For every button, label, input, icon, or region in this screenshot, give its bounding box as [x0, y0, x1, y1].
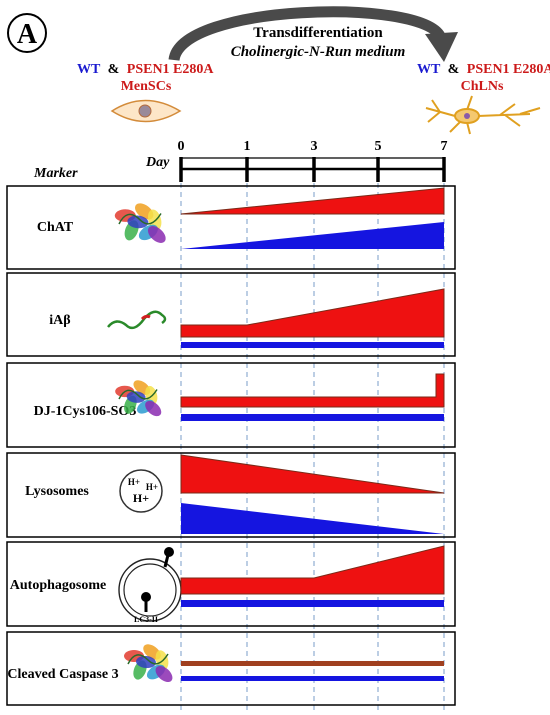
left-mutant-label: PSEN1 E280A	[127, 62, 215, 77]
dj1-mutant-bar	[180, 373, 445, 408]
autophagosome-icon: LC3-II	[118, 547, 182, 624]
marker-name: Cleaved Caspase 3	[7, 667, 118, 682]
right-cell-label: ChLNs	[461, 79, 504, 94]
chat-wt-bar	[181, 222, 444, 249]
proton-label: H+	[133, 491, 149, 505]
svg-text:WT & PSEN1 E280A: WT & PSEN1 E280A	[417, 62, 550, 77]
chat-mutant-bar	[180, 187, 445, 215]
autophagosome-mutant-bar	[180, 545, 445, 595]
day-tick-label: 5	[375, 139, 382, 154]
neuron-icon	[425, 95, 541, 135]
right-wt-label: WT	[417, 62, 441, 77]
marker-panel-frame	[6, 185, 456, 270]
marker-panel-frame	[6, 452, 456, 538]
caspase-mutant-bar	[181, 661, 444, 666]
left-wt-label: WT	[77, 62, 101, 77]
marker-name: ChAT	[37, 220, 74, 235]
transdifferentiation-arrow	[168, 6, 458, 62]
abeta-mutant-bar	[180, 288, 445, 338]
dj1-protein-icon	[115, 380, 162, 417]
right-mutant-label: PSEN1 E280A	[467, 62, 550, 77]
day-tick-label: 7	[441, 139, 448, 154]
chat-protein-icon	[114, 203, 166, 243]
day-axis-label: Day	[145, 155, 170, 170]
svg-text:WT & PSEN1 E280A: WT & PSEN1 E280A	[77, 62, 214, 77]
day-tick-label: 1	[244, 139, 251, 154]
panel-label: A	[7, 13, 47, 53]
marker-panels: ChATiAβDJ-1Cys106-SO3LysosomesH+H+H+Auto…	[6, 185, 456, 706]
lysosome-mutant-bar	[180, 454, 445, 494]
panel-label-text: A	[17, 19, 38, 50]
marker-name: DJ-1Cys106-SO3	[34, 404, 137, 419]
proton-label: H+	[146, 482, 158, 492]
lc3-label: LC3-II	[134, 615, 158, 624]
caspase-wt-bar	[181, 676, 444, 681]
marker-name: Lysosomes	[25, 484, 89, 499]
abeta-wt-bar	[181, 342, 444, 348]
left-cell-label: MenSCs	[121, 79, 172, 94]
mensc-cell-icon	[110, 99, 182, 123]
dj1-wt-bar	[181, 414, 444, 421]
marker-column-label: Marker	[33, 166, 78, 181]
day-tick-label: 0	[178, 139, 185, 154]
right-group-label: WT & PSEN1 E280A ChLNs	[417, 62, 550, 94]
right-amp: &	[448, 62, 460, 77]
day-tick-label: 3	[311, 139, 318, 154]
process-title: Transdifferentiation	[253, 25, 383, 41]
marker-panel-frame	[6, 272, 456, 357]
caspase-protein-icon	[124, 644, 173, 683]
marker-name: iAβ	[49, 313, 70, 328]
marker-name: Autophagosome	[10, 578, 106, 593]
proton-label: H+	[128, 477, 140, 487]
lysosome-wt-bar	[181, 503, 444, 534]
marker-panel-frame	[6, 631, 456, 706]
abeta-peptide-icon	[107, 310, 167, 330]
left-amp: &	[108, 62, 120, 77]
marker-panel-frame	[6, 541, 456, 627]
day-timeline: 0 1 3 5 7	[178, 139, 448, 710]
autophagosome-wt-bar	[181, 600, 444, 607]
lysosome-icon: H+H+H+	[119, 469, 163, 513]
marker-panel-frame	[6, 362, 456, 448]
left-group-label: WT & PSEN1 E280A MenSCs	[77, 62, 214, 94]
process-subtitle: Cholinergic-N-Run medium	[231, 44, 406, 60]
